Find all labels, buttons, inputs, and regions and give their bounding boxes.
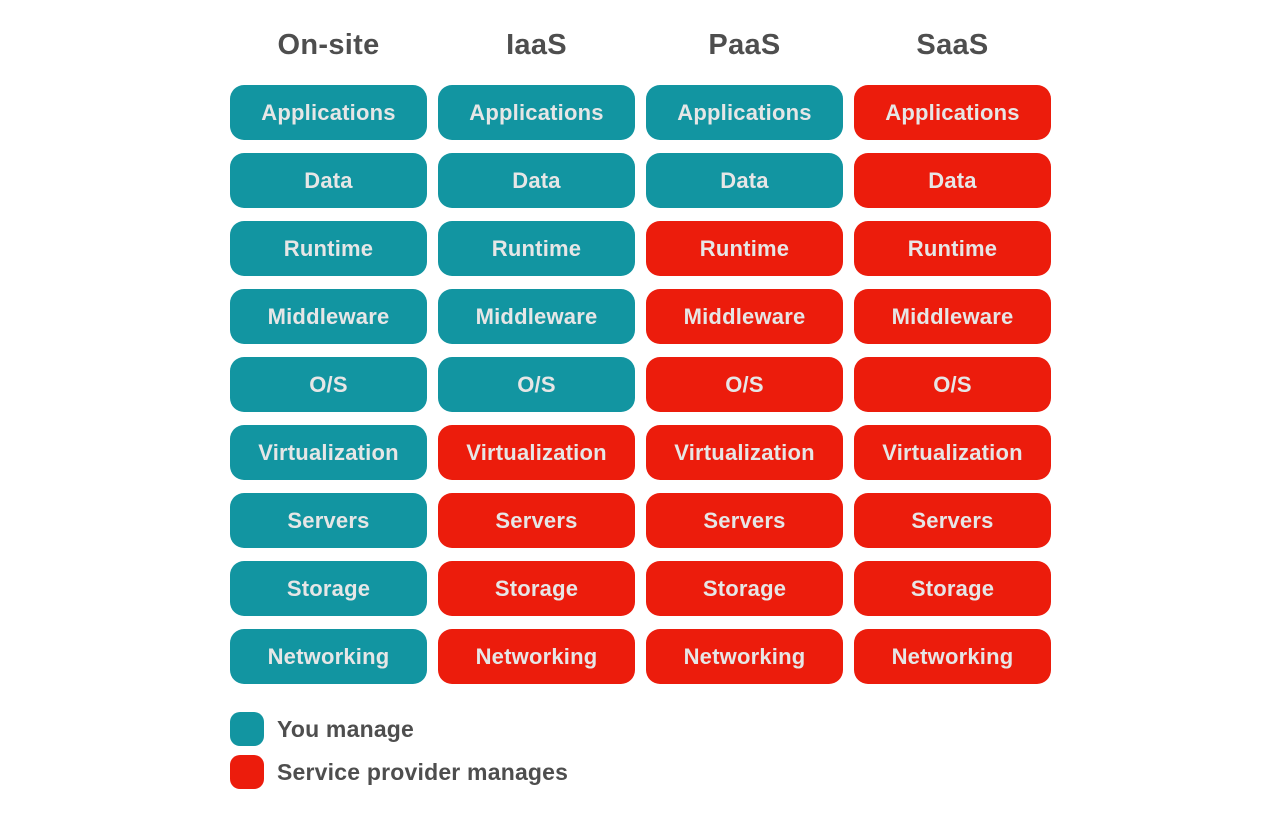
- pill-iaas-data: Data: [438, 153, 635, 208]
- pill-iaas-runtime: Runtime: [438, 221, 635, 276]
- column-header-iaas: IaaS: [506, 28, 567, 61]
- pill-paas-servers: Servers: [646, 493, 843, 548]
- pill-on-site-storage: Storage: [230, 561, 427, 616]
- pill-saas-virtualization: Virtualization: [854, 425, 1051, 480]
- pill-paas-o-s: O/S: [646, 357, 843, 412]
- you-manage-label: You manage: [277, 715, 415, 742]
- you-manage-swatch: [230, 712, 264, 746]
- pill-saas-middleware: Middleware: [854, 289, 1051, 344]
- pill-saas-servers: Servers: [854, 493, 1051, 548]
- pill-paas-applications: Applications: [646, 85, 843, 140]
- pill-saas-networking: Networking: [854, 629, 1051, 684]
- service-provider-manages-label: Service provider manages: [277, 758, 569, 785]
- pill-on-site-applications: Applications: [230, 85, 427, 140]
- pill-on-site-servers: Servers: [230, 493, 427, 548]
- column-header-paas: PaaS: [708, 28, 781, 61]
- pill-paas-data: Data: [646, 153, 843, 208]
- pill-paas-runtime: Runtime: [646, 221, 843, 276]
- legend-item-service-provider-manages: Service provider manages: [230, 755, 568, 789]
- pill-on-site-o-s: O/S: [230, 357, 427, 412]
- pill-saas-data: Data: [854, 153, 1051, 208]
- pill-on-site-virtualization: Virtualization: [230, 425, 427, 480]
- legend: You manage Service provider manages: [230, 712, 568, 789]
- pill-paas-networking: Networking: [646, 629, 843, 684]
- pill-on-site-middleware: Middleware: [230, 289, 427, 344]
- column-header-saas: SaaS: [916, 28, 989, 61]
- pill-paas-virtualization: Virtualization: [646, 425, 843, 480]
- pill-on-site-networking: Networking: [230, 629, 427, 684]
- pill-iaas-storage: Storage: [438, 561, 635, 616]
- legend-item-you-manage: You manage: [230, 712, 568, 746]
- pill-saas-runtime: Runtime: [854, 221, 1051, 276]
- pill-saas-applications: Applications: [854, 85, 1051, 140]
- pill-iaas-o-s: O/S: [438, 357, 635, 412]
- pill-saas-storage: Storage: [854, 561, 1051, 616]
- pill-iaas-servers: Servers: [438, 493, 635, 548]
- pill-on-site-runtime: Runtime: [230, 221, 427, 276]
- pill-iaas-middleware: Middleware: [438, 289, 635, 344]
- pill-saas-o-s: O/S: [854, 357, 1051, 412]
- service-provider-manages-swatch: [230, 755, 264, 789]
- pill-paas-middleware: Middleware: [646, 289, 843, 344]
- pill-iaas-networking: Networking: [438, 629, 635, 684]
- pill-paas-storage: Storage: [646, 561, 843, 616]
- column-headers: On-site IaaS PaaS SaaS: [230, 26, 1051, 64]
- pill-on-site-data: Data: [230, 153, 427, 208]
- pill-iaas-virtualization: Virtualization: [438, 425, 635, 480]
- pill-iaas-applications: Applications: [438, 85, 635, 140]
- column-header-on-site: On-site: [277, 28, 380, 61]
